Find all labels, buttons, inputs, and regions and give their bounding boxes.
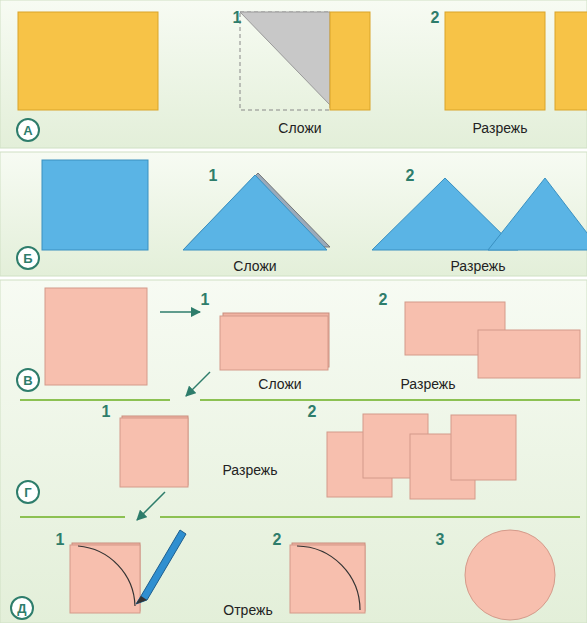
step-number: 2: [406, 168, 415, 184]
step-letter-circle: В: [16, 368, 40, 392]
step-number: 3: [436, 532, 445, 548]
step-letter-circle: А: [16, 118, 40, 142]
step-letter-circle: Б: [16, 246, 40, 270]
instruction-word: Разрежь: [223, 463, 278, 477]
step-number: 1: [56, 532, 65, 548]
step-number: 1: [102, 404, 111, 420]
step-letter-circle: Д: [10, 596, 34, 620]
instruction-word: Отрежь: [223, 603, 272, 617]
step-letter-circle: Г: [16, 480, 40, 504]
step-number: 2: [379, 292, 388, 308]
step-number: 2: [308, 404, 317, 420]
step-letter: Г: [24, 486, 31, 499]
step-letter: А: [23, 124, 32, 137]
step-letter: Д: [17, 602, 26, 615]
step-letter: В: [23, 374, 32, 387]
instruction-word: Разрежь: [401, 377, 456, 391]
instruction-word: Разрежь: [451, 259, 506, 273]
instruction-word: Сложи: [233, 259, 276, 273]
step-letter: Б: [23, 252, 32, 265]
instruction-word: Сложи: [278, 121, 321, 135]
step-number: 2: [273, 532, 282, 548]
instruction-word: Сложи: [258, 377, 301, 391]
instruction-word: Разрежь: [473, 121, 528, 135]
step-number: 1: [201, 292, 210, 308]
step-number: 2: [431, 10, 440, 26]
step-number: 1: [209, 168, 218, 184]
step-number: 1: [233, 10, 242, 26]
